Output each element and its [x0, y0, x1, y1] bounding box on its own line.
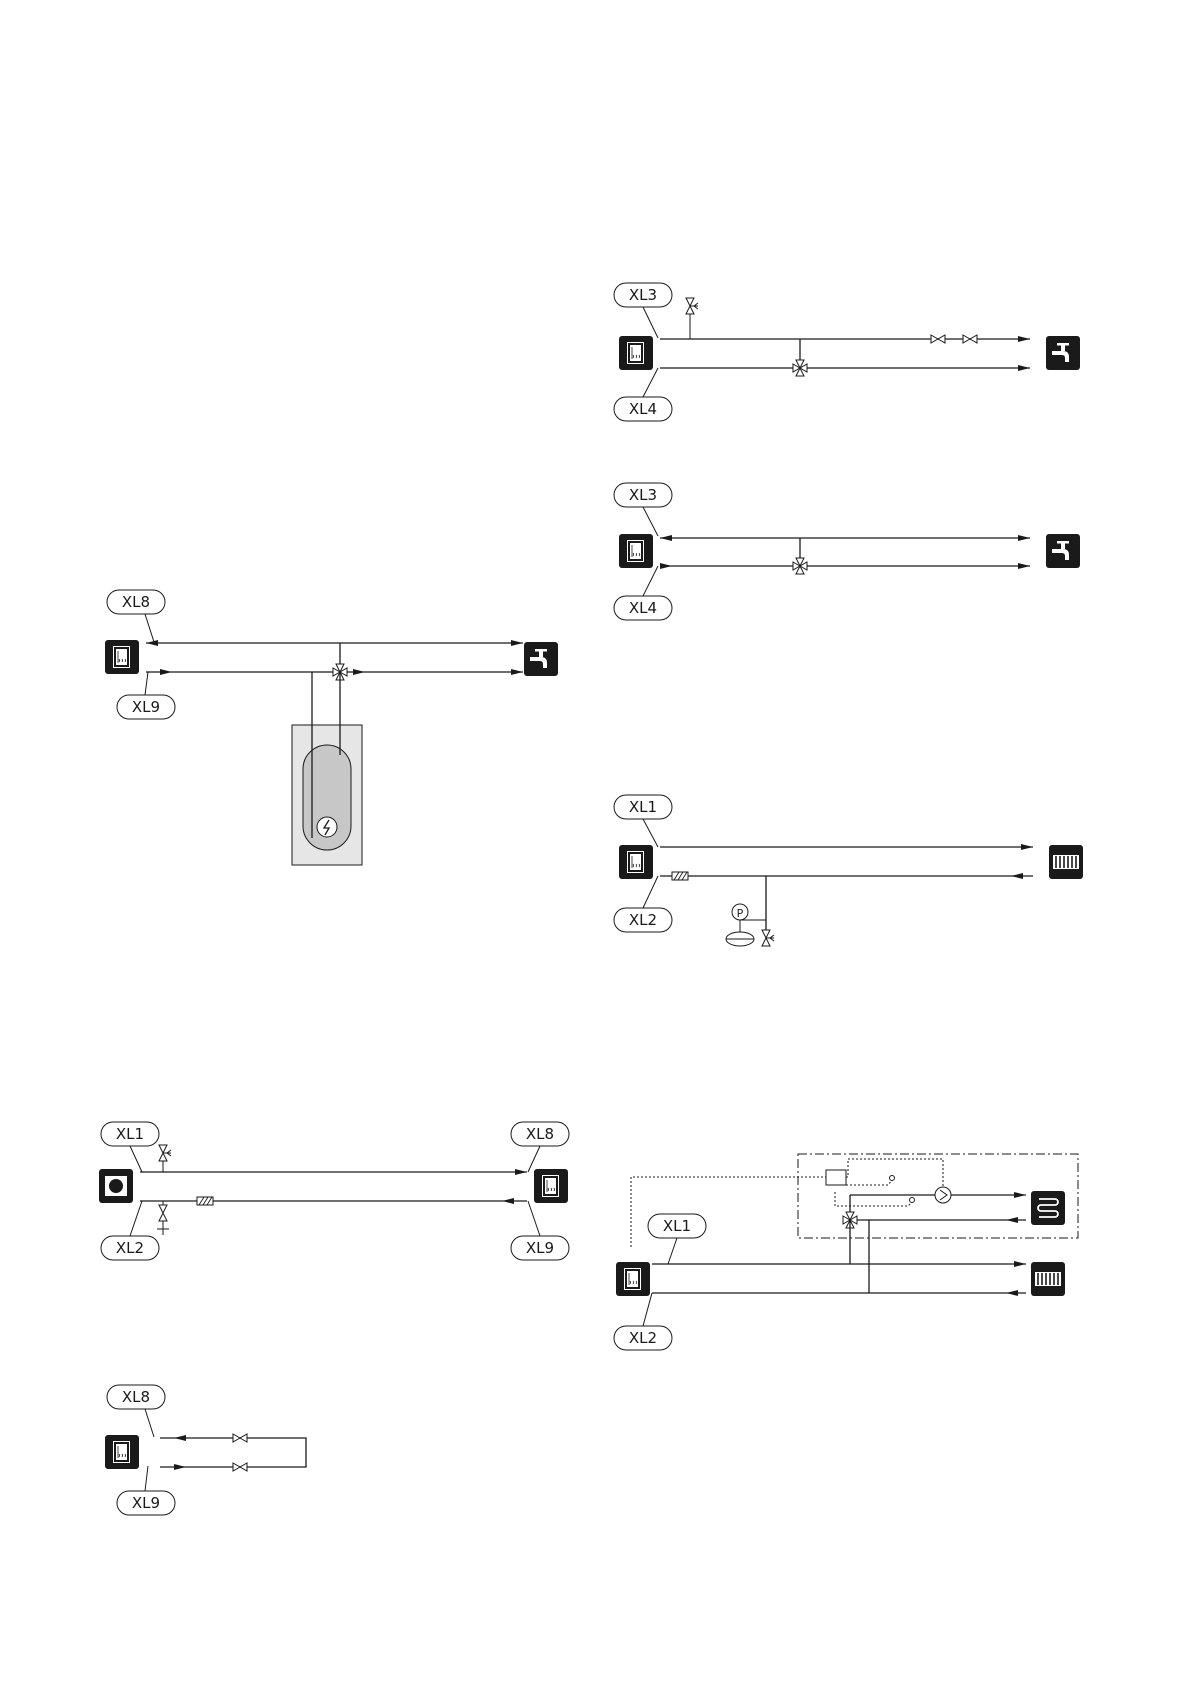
indoor-unit-icon [616, 1262, 650, 1296]
radiator-icon [1049, 845, 1083, 879]
shut-off-valve-icon [931, 335, 945, 343]
diagram-water-heater: XL8 XL9 [105, 590, 558, 865]
indoor-unit-icon [619, 336, 653, 370]
indoor-unit-icon [619, 534, 653, 568]
label-xl2: XL2 [629, 911, 657, 929]
shut-off-valve-icon [233, 1463, 247, 1471]
temperature-sensor-icon [910, 1198, 915, 1203]
particle-filter-icon [197, 1197, 213, 1205]
tap-water-icon [1046, 336, 1080, 370]
indoor-unit-icon [105, 1435, 139, 1469]
label-xl9: XL9 [526, 1239, 554, 1257]
diagram-extra-climate: XL1 XL2 [614, 1154, 1078, 1350]
drain-valve-icon [159, 1205, 167, 1221]
label-xl8: XL8 [122, 593, 150, 611]
label-xl8: XL8 [526, 1125, 554, 1143]
safety-valve-icon [762, 930, 774, 946]
diagram-heating: XL1 XL2 P [614, 795, 1083, 946]
controller-box [826, 1170, 846, 1185]
temperature-sensor-icon [890, 1176, 895, 1181]
label-xl1: XL1 [629, 798, 657, 816]
label-xl1: XL1 [663, 1217, 691, 1235]
tap-water-icon [524, 642, 558, 676]
safety-valve-icon [159, 1145, 171, 1161]
label-xl3: XL3 [629, 486, 657, 504]
safety-valve-icon [686, 298, 698, 314]
indoor-unit-icon [105, 640, 139, 674]
electric-heater-icon [317, 817, 337, 837]
three-way-valve-icon [793, 558, 807, 574]
pump-icon [935, 1187, 951, 1203]
label-xl9: XL9 [132, 698, 160, 716]
indoor-unit-icon [534, 1169, 568, 1203]
label-xl4: XL4 [629, 599, 657, 617]
outdoor-unit-icon [99, 1169, 133, 1203]
radiator-icon [1031, 1262, 1065, 1296]
tap-water-icon [1046, 534, 1080, 568]
diagram-docking: XL1 XL2 XL8 XL9 [99, 1122, 569, 1260]
diagram-hot-water-1: XL3 XL4 [614, 283, 1080, 421]
label-xl1: XL1 [116, 1125, 144, 1143]
particle-filter-icon [672, 872, 688, 880]
label-xl9: XL9 [132, 1494, 160, 1512]
label-xl8: XL8 [122, 1388, 150, 1406]
shut-off-valve-icon [233, 1434, 247, 1442]
label-xl2: XL2 [116, 1239, 144, 1257]
pressure-gauge-symbol: P [737, 907, 744, 920]
label-xl3: XL3 [629, 286, 657, 304]
label-xl2: XL2 [629, 1329, 657, 1347]
indoor-unit-icon [619, 845, 653, 879]
shut-off-valve-icon [963, 335, 977, 343]
label-xl4: XL4 [629, 400, 657, 418]
diagram-loop: XL8 XL9 [105, 1385, 306, 1515]
diagram-hot-water-2: XL3 XL4 [614, 483, 1080, 620]
three-way-valve-icon [793, 360, 807, 376]
floor-heating-icon [1031, 1191, 1065, 1225]
